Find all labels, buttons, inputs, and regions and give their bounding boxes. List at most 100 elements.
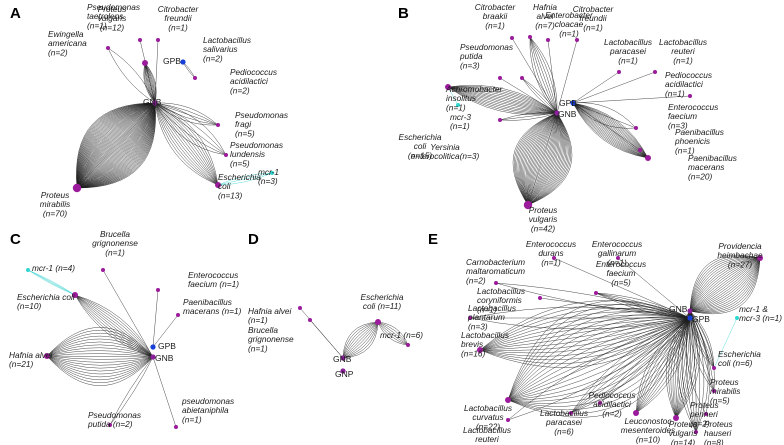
label-line: (n=8) <box>704 437 724 445</box>
edge-brucella-grignonense-n-1 <box>309 319 344 359</box>
edge-lactobacillus-curvatus-n-22 <box>507 317 691 401</box>
node-pseudomonas-fragi-n-5 <box>216 123 220 127</box>
edge-proteus-vulgaris-n-42 <box>527 112 565 206</box>
edge-providencia-heimbachae-n-27 <box>689 257 761 312</box>
label-line: (n=10) <box>636 434 660 444</box>
edge-lactobacillus-brevis-n-16 <box>479 317 691 351</box>
edge-proteus-vulgaris-n-12 <box>144 62 156 104</box>
label-line: paracasei <box>545 417 583 427</box>
edge-proteus-mirabilis-n-70 <box>76 102 156 189</box>
edge-providencia-heimbachae-n-27 <box>689 257 761 312</box>
panel-letter: D <box>248 231 259 248</box>
label-mcr-1-mcr-3-n-1: mcr-1 &mcr-3 (n=1) <box>739 304 782 323</box>
label-line: cloacae <box>555 19 584 29</box>
edge-lactobacillus-paracasei-n-1 <box>572 71 620 104</box>
label-line: (n=1) <box>105 247 125 257</box>
label-line: (n=15) <box>408 150 432 160</box>
edge-mcr-1-n-6 <box>377 321 409 346</box>
edge-proteus-vulgaris-n-42 <box>527 112 558 206</box>
label-line: vulgaris <box>98 13 127 23</box>
edge-proteus-mirabilis-n-70 <box>76 102 156 189</box>
edge-escherichia-coli-n-15 <box>447 86 558 114</box>
edge-proteus-mirabilis-n-70 <box>76 102 156 189</box>
label-line: (n=5) <box>235 128 255 138</box>
label-line: Pseudomonas <box>87 2 140 12</box>
edge-providencia-heimbachae-n-27 <box>689 257 761 312</box>
edge-escherichia-coli-n-11 <box>342 321 379 359</box>
edge-proteus-mirabilis-n-70 <box>76 102 156 189</box>
label-line: Proteus <box>98 4 127 14</box>
edge-hafnia-alvei-n-21 <box>46 355 154 383</box>
edge-escherichia-coli-n-10 <box>74 294 154 358</box>
label-line: (n=3) <box>668 120 688 130</box>
label-line: reuteri <box>671 46 696 56</box>
edge-lactobacillus-brevis-n-16 <box>479 311 691 351</box>
label-line: coli (n=6) <box>718 358 753 368</box>
hub-label-gnb: GNB <box>333 354 352 364</box>
edge-proteus-vulgaris-n-14 <box>675 310 692 419</box>
node-pseudomonas-putida-n-3 <box>520 76 524 80</box>
label-line: Carnobacterium <box>466 257 525 267</box>
edge-paenibacillus-macerans-n-20 <box>572 102 649 159</box>
label-line: Lactobacillus <box>468 303 516 313</box>
edge-providencia-heimbachae-n-27 <box>689 257 761 312</box>
edge-escherichia-coli-n-13 <box>154 102 219 186</box>
node-proteus-vulgaris-n-12 <box>142 60 148 66</box>
label-line: taetrolens <box>87 11 123 21</box>
label-line: Enterobacter <box>545 10 594 20</box>
edge-pseudomonas-putida-n-2 <box>109 356 154 426</box>
label-line: grignonense <box>92 238 138 248</box>
label-line: brevis <box>461 339 483 349</box>
edge-lactobacillus-curvatus-n-22 <box>507 317 691 414</box>
label-line: reuteri <box>475 434 500 444</box>
label-line: (n=1) <box>583 22 603 32</box>
edge-providencia-heimbachae-n-27 <box>689 257 761 312</box>
label-line: (n=14) <box>671 437 695 445</box>
label-line: hauseri <box>704 428 732 438</box>
edge-paenibacillus-macerans-n-20 <box>572 102 649 159</box>
label-line: penneri <box>689 409 719 419</box>
edge-proteus-vulgaris-n-42 <box>522 112 558 206</box>
hub-gnp <box>340 368 346 374</box>
label-line: (n=2) <box>690 418 710 428</box>
edge-leuconostoc-mesenteroides-n-10 <box>635 317 691 414</box>
edge-proteus-mirabilis-n-70 <box>76 102 156 189</box>
edge-providencia-heimbachae-n-27 <box>689 257 761 312</box>
node-lactobacillus-plantarum-n-3 <box>468 316 472 320</box>
hub-gnb <box>152 100 158 106</box>
edge-paenibacillus-macerans-n-20 <box>572 102 649 159</box>
label-line: plantarum <box>467 312 505 322</box>
label-line: Enterococcus <box>188 270 238 280</box>
edge-proteus-vulgaris-n-42 <box>527 112 558 206</box>
edge-proteus-vulgaris-n-42 <box>527 112 563 206</box>
edge-proteus-vulgaris-n-14 <box>674 310 691 419</box>
edge-proteus-vulgaris-n-42 <box>527 112 569 206</box>
hub-label-gnb: GNB <box>155 353 174 363</box>
label-line: Paenibacillus <box>675 127 724 137</box>
label-line: salivarius <box>203 44 238 54</box>
label-mcr-1-n-6: mcr-1 (n=6) <box>380 330 423 340</box>
node-proteus-vulgaris-n-14 <box>673 415 679 421</box>
label-line: Proteus <box>710 377 739 387</box>
edge-lactobacillus-curvatus-n-22 <box>507 317 691 401</box>
edge-proteus-mirabilis-n-70 <box>76 102 156 189</box>
edge-proteus-mirabilis-n-70 <box>76 102 156 189</box>
edge-proteus-vulgaris-n-42 <box>524 112 558 206</box>
label-line: freundii <box>164 13 192 23</box>
label-line: (n=2) <box>477 443 497 445</box>
edge-mcr-1-n-6 <box>377 321 409 346</box>
node-brucella-grignonense-n-1 <box>101 268 105 272</box>
edge-lactobacillus-brevis-n-16 <box>479 317 691 351</box>
node-lactobacillus-paracasei-n-1 <box>617 70 621 74</box>
edge-proteus-mirabilis-n-70 <box>76 102 156 189</box>
label-line: (n=5) <box>710 395 730 405</box>
hub-label-gnp: GNP <box>335 369 354 379</box>
